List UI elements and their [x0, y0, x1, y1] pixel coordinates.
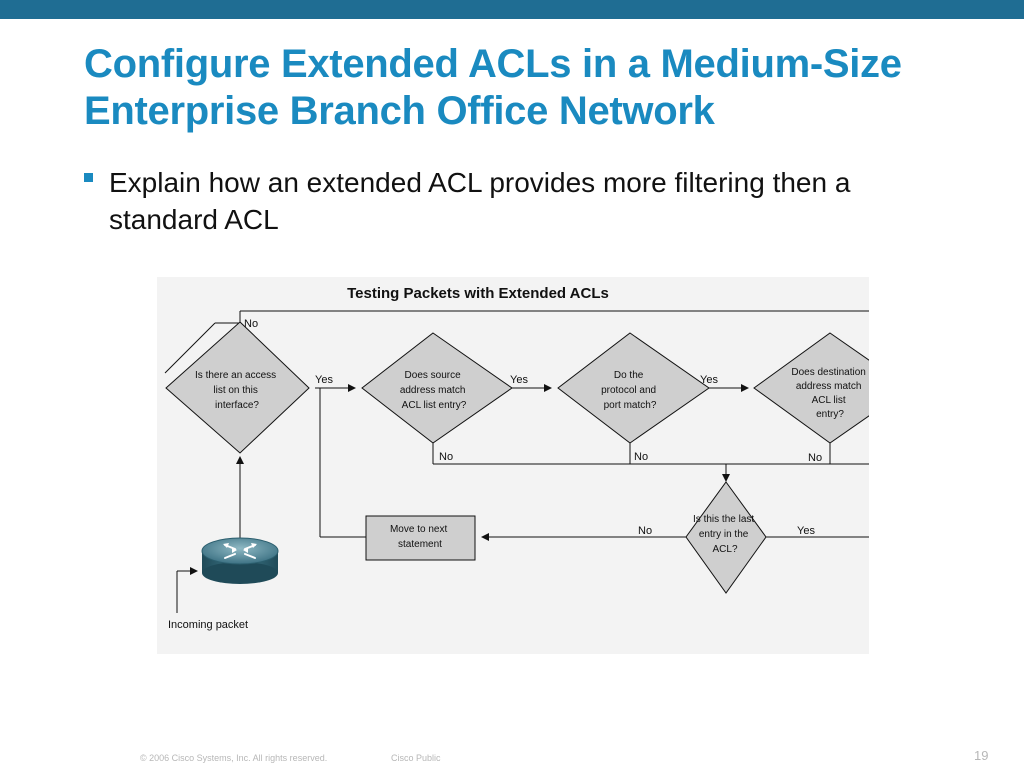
connector-lines [164, 310, 869, 613]
no-label-d4: No [808, 452, 822, 464]
decision-protocol-port-diamond [557, 332, 710, 444]
decision-access-list-diamond [165, 321, 310, 454]
no-label-d5: No [638, 525, 652, 537]
incoming-packet-label: Incoming packet [168, 619, 248, 631]
no-label-d3: No [634, 451, 648, 463]
bullet-square-icon [84, 173, 93, 182]
footer-copyright: © 2006 Cisco Systems, Inc. All rights re… [140, 753, 328, 763]
yes-label-d1: Yes [315, 374, 333, 386]
decision-protocol-port-label: Do the protocol and port match? [601, 370, 659, 411]
bullet-text: Explain how an extended ACL provides mor… [109, 167, 851, 235]
decision-source-address-label: Does source address match ACL list entry… [400, 370, 468, 411]
move-to-next-statement-box [365, 515, 476, 561]
move-to-next-statement-label: Move to next statement [390, 524, 450, 550]
no-label-top: No [244, 318, 258, 330]
diagram-title: Testing Packets with Extended ACLs [347, 285, 609, 302]
router-icon [201, 537, 279, 584]
slide-title: Configure Extended ACLs in a Medium-Size… [84, 42, 902, 133]
decision-destination-address-diamond [753, 332, 869, 444]
decision-source-address-diamond [361, 332, 513, 444]
decision-last-entry-label: Is this the last entry in the ACL? [693, 514, 757, 555]
footer-classification: Cisco Public [391, 753, 441, 763]
decision-destination-address-label: Does destination address match ACL list … [791, 367, 868, 420]
yes-label-d3: Yes [700, 374, 718, 386]
top-accent-bar [0, 0, 1024, 19]
flowchart-figure: Testing Packets with Extended ACLs [157, 277, 869, 654]
no-label-d2: No [439, 451, 453, 463]
decision-last-entry-diamond [685, 481, 767, 594]
yes-label-d5: Yes [797, 525, 815, 537]
flowchart-svg: Testing Packets with Extended ACLs [164, 285, 869, 631]
page-number: 19 [974, 748, 989, 763]
yes-label-d2: Yes [510, 374, 528, 386]
decision-access-list-label: Is there an access list on this interfac… [195, 370, 279, 411]
